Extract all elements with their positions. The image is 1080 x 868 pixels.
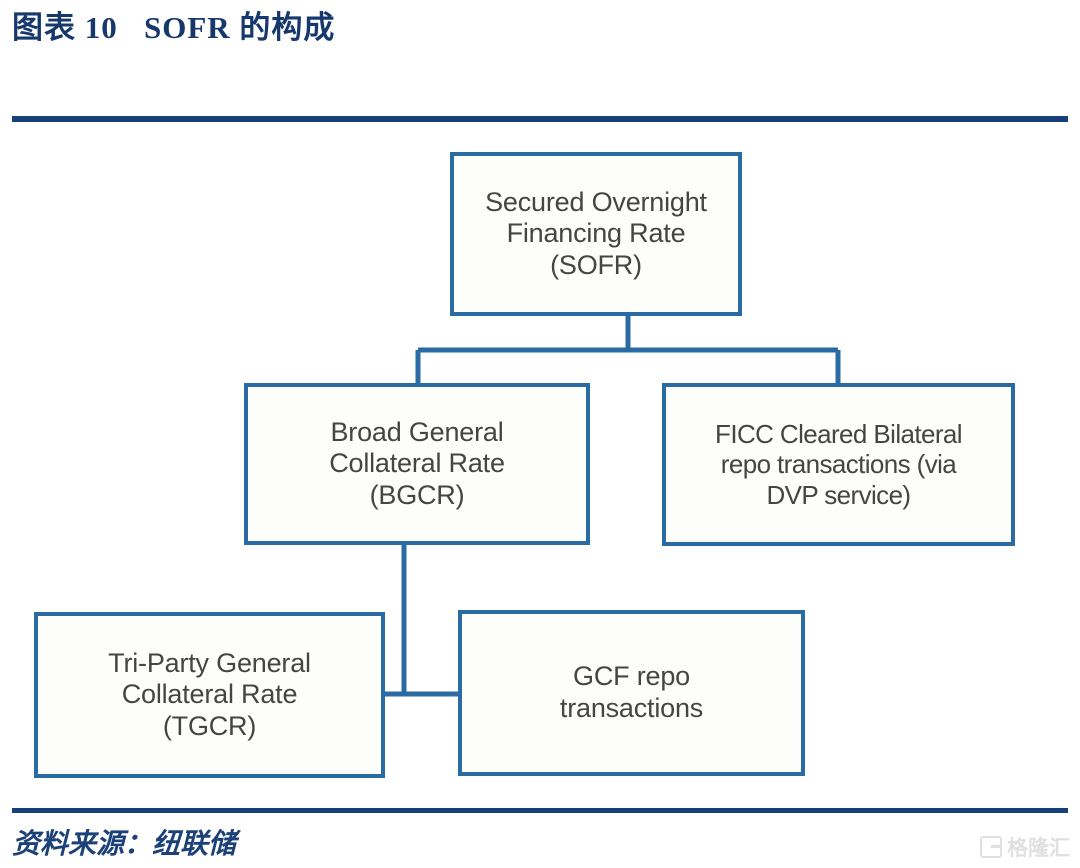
sofr-composition-diagram: Secured Overnight Financing Rate (SOFR) … bbox=[0, 130, 1080, 802]
footer-divider bbox=[12, 808, 1068, 813]
node-tgcr[interactable]: Tri-Party General Collateral Rate (TGCR) bbox=[34, 612, 385, 778]
node-gcf[interactable]: GCF repo transactions bbox=[458, 610, 805, 776]
node-ficc[interactable]: FICC Cleared Bilateral repo transactions… bbox=[662, 383, 1015, 546]
source-note: 资料来源：纽联储 bbox=[12, 829, 237, 860]
connector-lines bbox=[385, 316, 841, 697]
g-logo-icon bbox=[980, 836, 1002, 858]
node-sofr[interactable]: Secured Overnight Financing Rate (SOFR) bbox=[450, 152, 742, 316]
watermark-label: 格隆汇 bbox=[1007, 836, 1070, 860]
node-bgcr[interactable]: Broad General Collateral Rate (BGCR) bbox=[244, 383, 590, 545]
title-divider bbox=[12, 116, 1068, 122]
page-title: 图表 10 SOFR 的构成 bbox=[12, 10, 336, 45]
watermark: 格隆汇 bbox=[980, 832, 1070, 862]
